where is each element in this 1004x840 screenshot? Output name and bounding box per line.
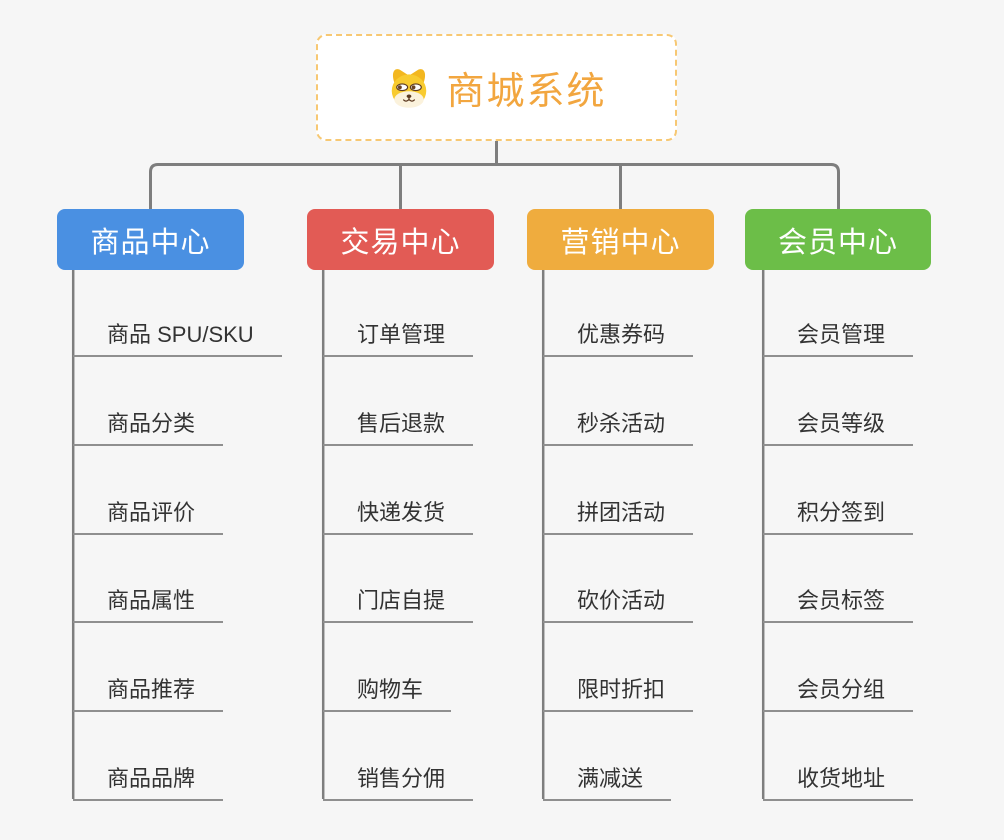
leaf-topic[interactable]: 会员分组 bbox=[763, 676, 914, 712]
leaf-topic[interactable]: 限时折扣 bbox=[543, 676, 694, 712]
leaf-topic[interactable]: 秒杀活动 bbox=[543, 410, 694, 446]
dog-face-icon bbox=[386, 65, 432, 111]
leaf-topic[interactable]: 商品属性 bbox=[73, 587, 224, 623]
leaf-topic[interactable]: 快递发货 bbox=[323, 499, 474, 535]
leaf-topic[interactable]: 商品品牌 bbox=[73, 765, 224, 801]
leaf-topic[interactable]: 订单管理 bbox=[323, 321, 474, 357]
branch-marketing-center[interactable]: 营销中心 bbox=[527, 209, 714, 270]
leaf-topic[interactable]: 销售分佣 bbox=[323, 765, 474, 801]
leaf-topic[interactable]: 优惠券码 bbox=[543, 321, 694, 357]
leaf-topic[interactable]: 满减送 bbox=[543, 765, 672, 801]
leaf-topic[interactable]: 商品分类 bbox=[73, 410, 224, 446]
branch-trade-center[interactable]: 交易中心 bbox=[307, 209, 494, 270]
leaf-topic[interactable]: 门店自提 bbox=[323, 587, 474, 623]
root-title: 商城系统 bbox=[446, 71, 607, 113]
leaf-topic[interactable]: 会员等级 bbox=[763, 410, 914, 446]
leaf-topic[interactable]: 积分签到 bbox=[763, 499, 914, 535]
leaf-topic[interactable]: 售后退款 bbox=[323, 410, 474, 446]
branch-bus-line bbox=[149, 163, 840, 209]
leaf-topic[interactable]: 商品推荐 bbox=[73, 676, 224, 712]
leaf-topic[interactable]: 购物车 bbox=[323, 676, 452, 712]
leaf-topic[interactable]: 会员标签 bbox=[763, 587, 914, 623]
branch-member-center[interactable]: 会员中心 bbox=[745, 209, 931, 270]
leaf-topic[interactable]: 商品评价 bbox=[73, 499, 224, 535]
leaf-topic[interactable]: 砍价活动 bbox=[543, 587, 694, 623]
leaf-topic[interactable]: 会员管理 bbox=[763, 321, 914, 357]
leaf-topic[interactable]: 收货地址 bbox=[763, 765, 914, 801]
leaf-topic[interactable]: 拼团活动 bbox=[543, 499, 694, 535]
branch-product-center[interactable]: 商品中心 bbox=[57, 209, 244, 270]
root-topic[interactable]: 商城系统 bbox=[316, 34, 677, 141]
leaf-topic[interactable]: 商品 SPU/SKU bbox=[73, 321, 282, 357]
